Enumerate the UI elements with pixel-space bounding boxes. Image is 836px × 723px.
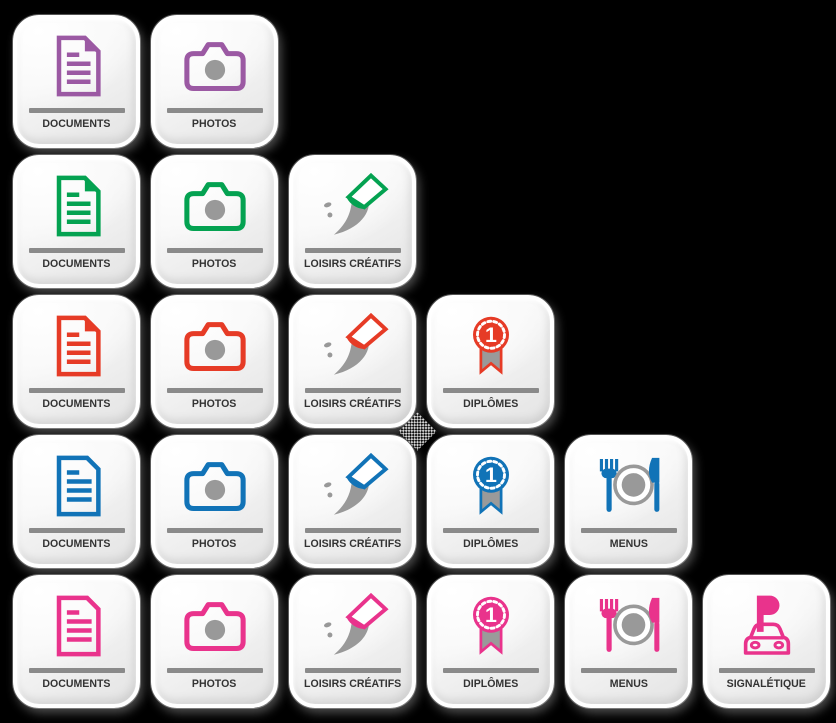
divider-bar bbox=[28, 388, 125, 393]
tile-row-pink: DOCUMENTS PHOTOS LOISIRS CRÉATIFS DIPLÔM… bbox=[13, 575, 830, 708]
parking-icon bbox=[731, 590, 803, 662]
tile-row-green: DOCUMENTS PHOTOS LOISIRS CRÉATIFS bbox=[13, 155, 830, 288]
tile-paintbrush-blue[interactable]: LOISIRS CRÉATIFS bbox=[289, 435, 416, 568]
divider-bar bbox=[28, 248, 125, 253]
tile-parking-pink[interactable]: SIGNALÉTIQUE bbox=[703, 575, 830, 708]
tile-label: PHOTOS bbox=[192, 258, 237, 270]
tile-rosette-blue[interactable]: DIPLÔMES bbox=[427, 435, 554, 568]
tile-document-fold-purple[interactable]: DOCUMENTS bbox=[13, 15, 140, 148]
tile-rosette-pink[interactable]: DIPLÔMES bbox=[427, 575, 554, 708]
tile-row-blue: DOCUMENTS PHOTOS LOISIRS CRÉATIFS DIPLÔM… bbox=[13, 435, 830, 568]
rosette-icon bbox=[455, 590, 527, 662]
divider-bar bbox=[442, 388, 539, 393]
tile-label: DIPLÔMES bbox=[462, 678, 519, 690]
tile-document-pink[interactable]: DOCUMENTS bbox=[13, 575, 140, 708]
divider-bar bbox=[304, 388, 401, 393]
tile-grid: DOCUMENTS PHOTOS DOCUMENTS PHOTOS LOISIR… bbox=[13, 15, 830, 715]
tile-rosette-red[interactable]: DIPLÔMES bbox=[427, 295, 554, 428]
rosette-icon bbox=[455, 310, 527, 382]
divider-bar bbox=[28, 108, 125, 113]
paintbrush-icon bbox=[317, 450, 389, 522]
tile-label: LOISIRS CRÉATIFS bbox=[303, 538, 402, 550]
paintbrush-icon bbox=[317, 590, 389, 662]
divider-bar bbox=[304, 668, 401, 673]
divider-bar bbox=[442, 668, 539, 673]
tile-camera-green[interactable]: PHOTOS bbox=[151, 155, 278, 288]
tile-camera-blue[interactable]: PHOTOS bbox=[151, 435, 278, 568]
divider-bar bbox=[580, 668, 677, 673]
divider-bar bbox=[580, 528, 677, 533]
tile-row-red: DOCUMENTS PHOTOS LOISIRS CRÉATIFS DIPLÔM… bbox=[13, 295, 830, 428]
camera-icon bbox=[179, 450, 251, 522]
cutlery-icon bbox=[593, 590, 665, 662]
divider-bar bbox=[166, 528, 263, 533]
divider-bar bbox=[166, 668, 263, 673]
document-icon bbox=[41, 450, 113, 522]
tile-label: PHOTOS bbox=[192, 398, 237, 410]
rosette-icon bbox=[455, 450, 527, 522]
divider-bar bbox=[166, 388, 263, 393]
tile-camera-red[interactable]: PHOTOS bbox=[151, 295, 278, 428]
tile-label: SIGNALÉTIQUE bbox=[726, 678, 807, 690]
document-fold-icon bbox=[41, 170, 113, 242]
tile-label: DOCUMENTS bbox=[42, 678, 111, 690]
divider-bar bbox=[28, 528, 125, 533]
tile-label: DIPLÔMES bbox=[462, 538, 519, 550]
tile-label: LOISIRS CRÉATIFS bbox=[303, 258, 402, 270]
tile-label: PHOTOS bbox=[192, 678, 237, 690]
tile-label: DOCUMENTS bbox=[42, 258, 111, 270]
tile-cutlery-pink[interactable]: MENUS bbox=[565, 575, 692, 708]
divider-bar bbox=[28, 668, 125, 673]
tile-label: LOISIRS CRÉATIFS bbox=[303, 678, 402, 690]
tile-document-fold-green[interactable]: DOCUMENTS bbox=[13, 155, 140, 288]
cutlery-icon bbox=[593, 450, 665, 522]
tile-paintbrush-pink[interactable]: LOISIRS CRÉATIFS bbox=[289, 575, 416, 708]
tile-camera-pink[interactable]: PHOTOS bbox=[151, 575, 278, 708]
tile-document-fold-red[interactable]: DOCUMENTS bbox=[13, 295, 140, 428]
tile-label: MENUS bbox=[609, 678, 648, 690]
tile-label: DOCUMENTS bbox=[42, 118, 111, 130]
tile-label: DOCUMENTS bbox=[42, 398, 111, 410]
document-icon bbox=[41, 590, 113, 662]
tile-document-blue[interactable]: DOCUMENTS bbox=[13, 435, 140, 568]
document-fold-icon bbox=[41, 30, 113, 102]
tile-label: LOISIRS CRÉATIFS bbox=[303, 398, 402, 410]
tile-camera-purple[interactable]: PHOTOS bbox=[151, 15, 278, 148]
divider-bar bbox=[304, 528, 401, 533]
camera-icon bbox=[179, 170, 251, 242]
tile-row-purple: DOCUMENTS PHOTOS bbox=[13, 15, 830, 148]
camera-icon bbox=[179, 30, 251, 102]
divider-bar bbox=[718, 668, 815, 673]
tile-label: MENUS bbox=[609, 538, 648, 550]
tile-paintbrush-green[interactable]: LOISIRS CRÉATIFS bbox=[289, 155, 416, 288]
tile-label: PHOTOS bbox=[192, 118, 237, 130]
tile-cutlery-blue[interactable]: MENUS bbox=[565, 435, 692, 568]
paintbrush-icon bbox=[317, 310, 389, 382]
divider-bar bbox=[442, 528, 539, 533]
divider-bar bbox=[166, 248, 263, 253]
divider-bar bbox=[304, 248, 401, 253]
tile-paintbrush-red[interactable]: LOISIRS CRÉATIFS bbox=[289, 295, 416, 428]
tile-label: DOCUMENTS bbox=[42, 538, 111, 550]
tile-label: DIPLÔMES bbox=[462, 398, 519, 410]
document-fold-icon bbox=[41, 310, 113, 382]
camera-icon bbox=[179, 590, 251, 662]
tile-label: PHOTOS bbox=[192, 538, 237, 550]
camera-icon bbox=[179, 310, 251, 382]
paintbrush-icon bbox=[317, 170, 389, 242]
divider-bar bbox=[166, 108, 263, 113]
